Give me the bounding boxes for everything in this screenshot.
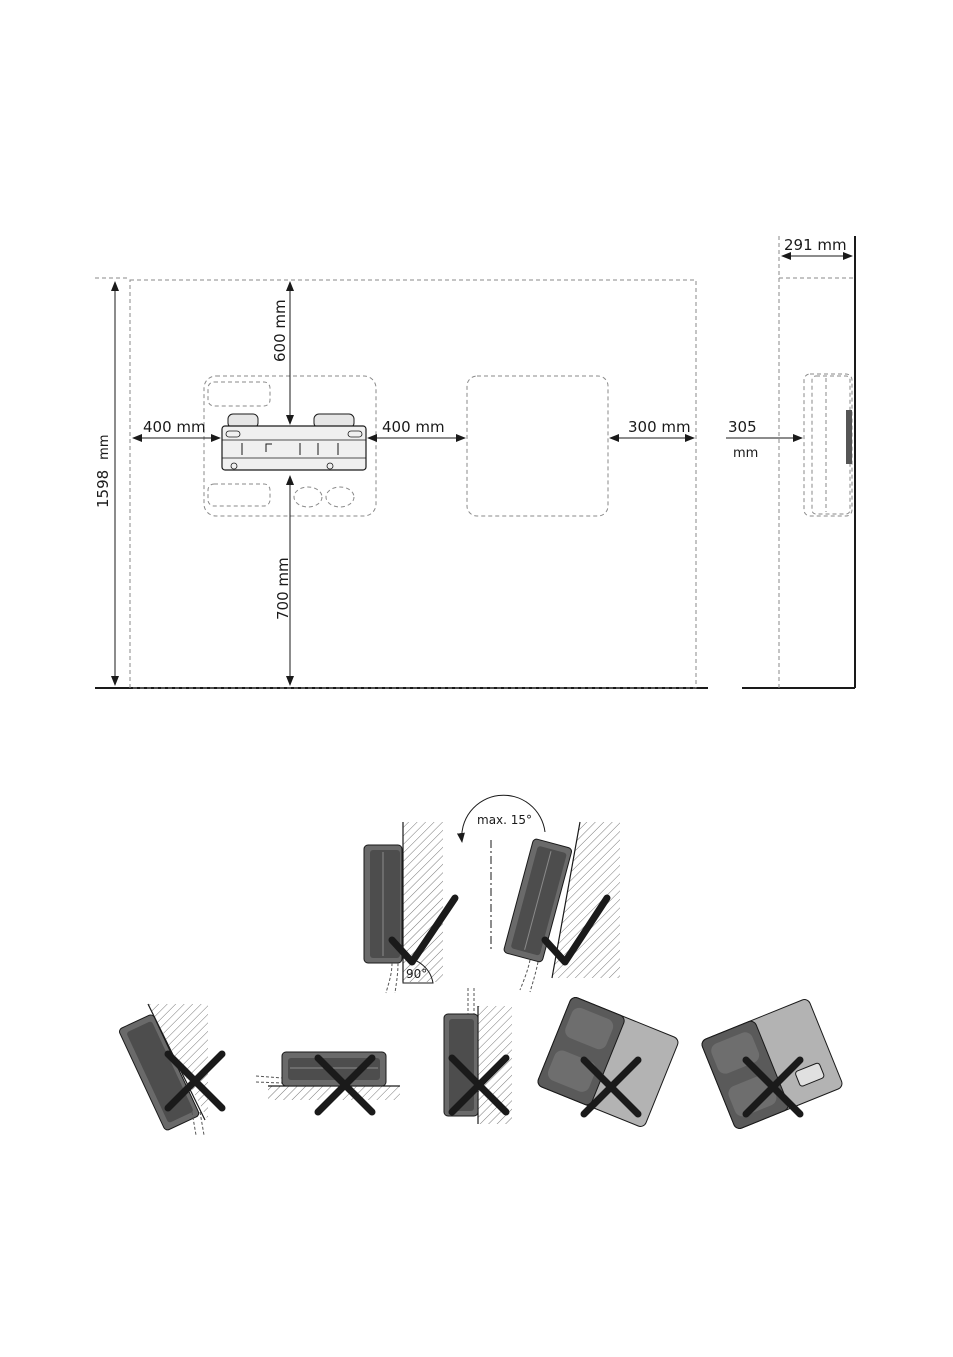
max-tilt-label: max. 15° — [477, 813, 532, 827]
position-vertical-allowed: 90° — [363, 822, 459, 994]
adjacent-device-area — [466, 375, 609, 517]
checkmark-icon — [541, 894, 611, 966]
height-dimension-label: 1598mm — [94, 434, 112, 508]
left-clearance-label: 400 mm — [143, 418, 206, 436]
position-rotated-right-forbidden — [701, 999, 843, 1129]
bottom-clearance-label: 700 mm — [274, 557, 292, 620]
top-clearance-label: 600 mm — [271, 299, 289, 362]
side-305-value: 305 — [728, 418, 757, 436]
clearance-area — [129, 279, 697, 689]
right-clearance-label: 300 mm — [628, 418, 691, 436]
position-tilted-back-allowed: max. 15° — [456, 794, 620, 993]
position-tilted-forward-forbidden — [119, 1003, 226, 1136]
clearance-side-view: 291 mm 305 mm — [726, 236, 856, 689]
side-depth-label: 291 mm — [784, 236, 847, 254]
wall-mounting-bracket — [221, 413, 367, 471]
between-clearance-label: 400 mm — [382, 418, 445, 436]
cross-icon — [580, 1056, 642, 1118]
position-rotated-left-forbidden — [537, 997, 679, 1127]
inverter-side-profile — [803, 373, 853, 517]
position-reversed-forbidden — [443, 988, 512, 1124]
cross-icon — [164, 1050, 226, 1112]
cross-icon — [742, 1056, 804, 1118]
cross-icon — [448, 1054, 510, 1116]
side-305-unit: mm — [733, 446, 758, 461]
clearance-front-view: 1598mm 600 — [94, 277, 708, 689]
right-angle-label: 90° — [406, 967, 427, 981]
position-horizontal-forbidden — [255, 1051, 400, 1116]
cross-icon — [314, 1054, 376, 1116]
checkmark-icon — [388, 894, 459, 966]
